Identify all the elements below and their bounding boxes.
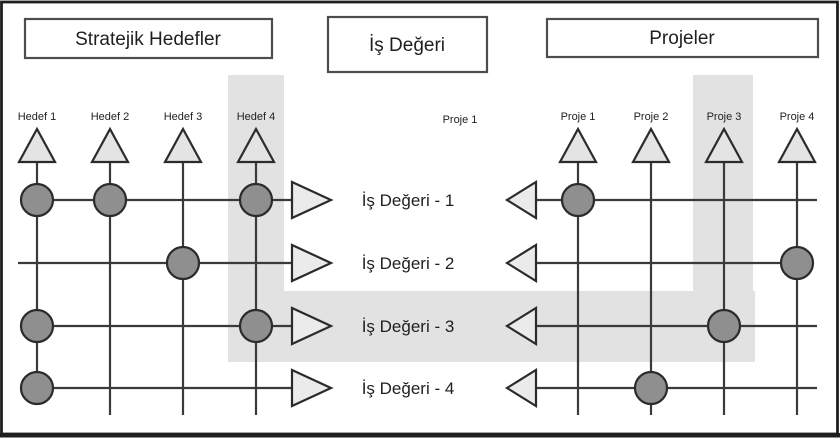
value-row-label-1: İş Değeri - 1 (362, 191, 455, 210)
strategic-goals-box (23, 17, 274, 60)
project-column-label-2: Proje 2 (634, 111, 669, 123)
goal-column-label-1: Hedef 1 (18, 111, 57, 123)
goal-arrow-up-icon-2 (90, 126, 130, 164)
value-arrow-left-icon-2 (504, 243, 538, 283)
value-arrow-right-icon-2 (290, 243, 334, 283)
value-rows-group (18, 180, 817, 408)
relation-dot-goal1-value3 (19, 308, 55, 344)
value-row-label-4: İş Değeri - 4 (362, 379, 455, 398)
header-box-projects: Projeler (545, 17, 820, 59)
value-arrow-right-icon-3 (290, 306, 334, 346)
value-arrow-left-icon-3 (504, 306, 538, 346)
goal-column-label-2: Hedef 2 (91, 111, 130, 123)
goal-column-label-3: Hedef 3 (164, 111, 203, 123)
goal-arrow-up-icon-3 (163, 126, 203, 164)
value-arrow-left-icon-4 (504, 368, 538, 408)
business-value-title: İş Değeri (369, 35, 445, 56)
stray-project-label: Proje 1 (443, 114, 478, 126)
relation-dot-goal4-value1 (238, 182, 274, 218)
value-arrow-left-icon-1 (504, 180, 538, 220)
value-arrow-right-icon-4 (290, 368, 334, 408)
relation-dot-goal3-value2 (165, 245, 201, 281)
projects-title: Projeler (649, 28, 715, 49)
project-arrow-up-icon-1 (558, 126, 598, 164)
relation-dot-goal2-value1 (92, 182, 128, 218)
relation-dot-project3-value3 (706, 308, 742, 344)
value-row-label-2: İş Değeri - 2 (362, 254, 455, 273)
columns-group (17, 126, 817, 415)
goal-arrow-up-icon-4 (236, 126, 276, 164)
project-column-label-4: Proje 4 (780, 111, 815, 123)
relation-dot-project2-value4 (633, 370, 669, 406)
business-value-box (326, 15, 489, 74)
relation-dot-goal1-value1 (19, 182, 55, 218)
project-column-label-3: Proje 3 (707, 111, 742, 123)
value-row-label-3: İş Değeri - 3 (362, 317, 455, 336)
project-arrow-up-icon-4 (777, 126, 817, 164)
project-arrow-up-icon-2 (631, 126, 671, 164)
value-arrow-right-icon-1 (290, 180, 334, 220)
project-arrow-up-icon-3 (704, 126, 744, 164)
goal-column-label-4: Hedef 4 (237, 111, 276, 123)
goal-arrow-up-icon-1 (17, 126, 57, 164)
relation-dots-group (19, 182, 815, 406)
project-column-label-1: Proje 1 (561, 111, 596, 123)
header-box-strategic-goals: Stratejik Hedefler (23, 17, 274, 60)
relation-dot-project1-value1 (560, 182, 596, 218)
projects-box (545, 17, 820, 59)
labels-group: İş Değeri - 1 İş Değeri - 2 İş Değeri - 3 İ… (18, 111, 815, 398)
relation-dot-goal4-value3 (238, 308, 274, 344)
strategic-goals-title: Stratejik Hedefler (75, 29, 221, 50)
outer-frame-bottom-bar (0, 433, 840, 438)
relation-dot-project4-value2 (779, 245, 815, 281)
relation-dot-goal1-value4 (19, 370, 55, 406)
header-box-business-value: İş Değeri (326, 15, 489, 74)
